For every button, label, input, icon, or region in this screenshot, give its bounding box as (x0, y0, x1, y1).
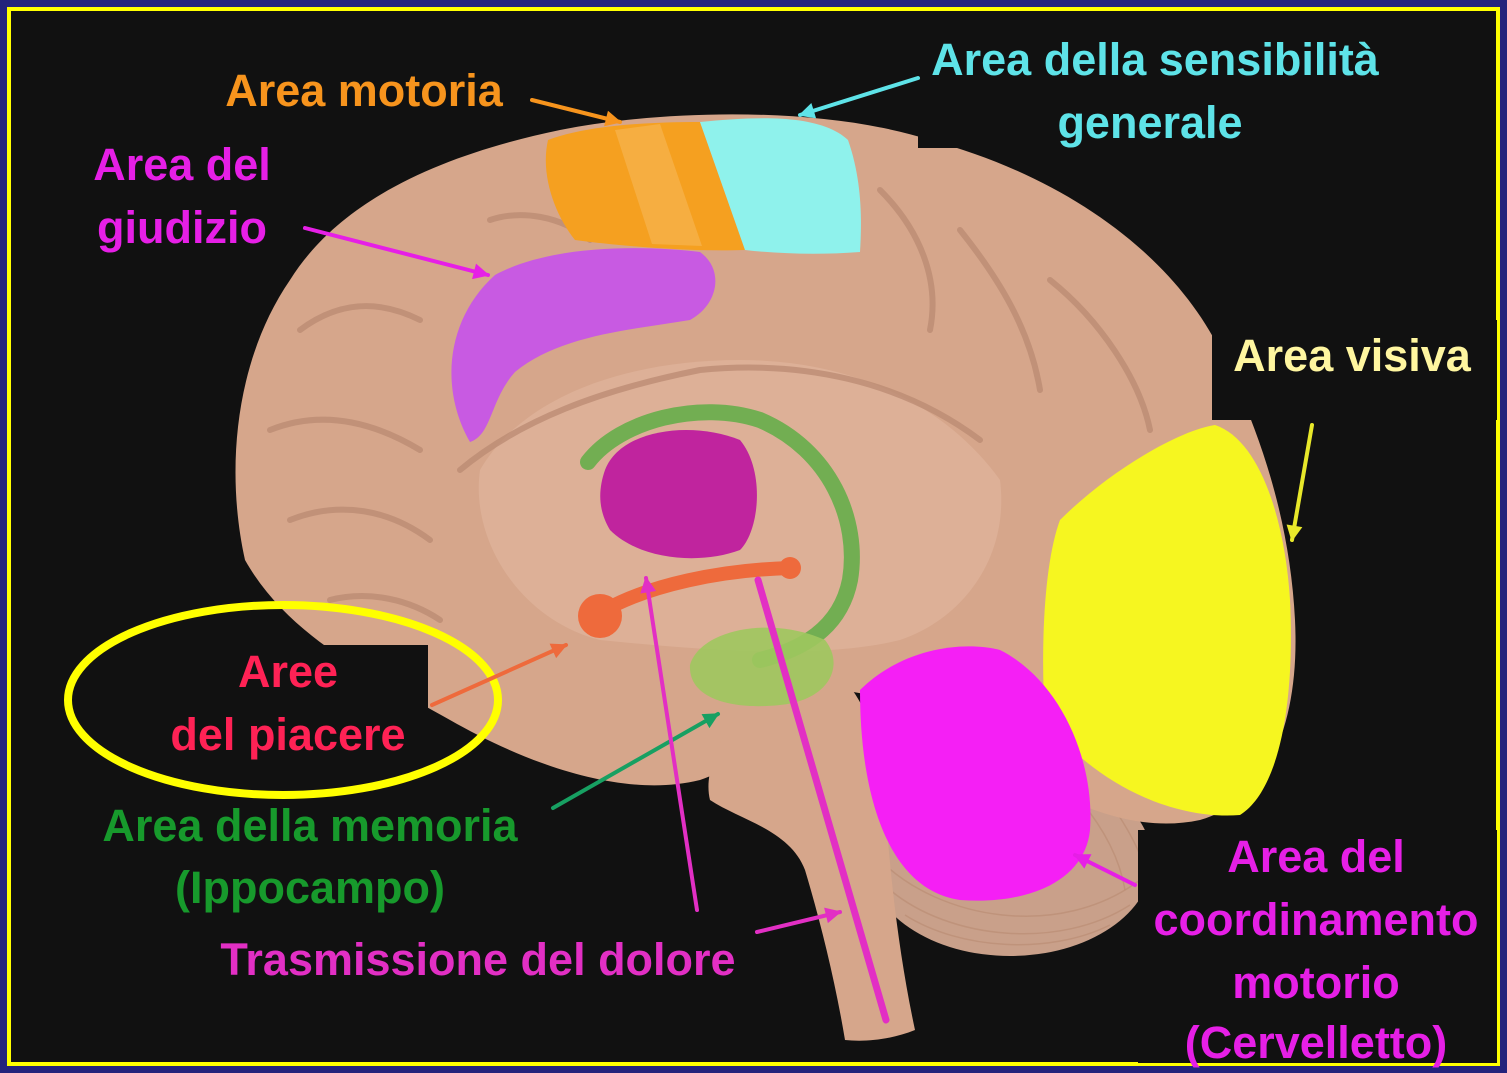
pleasure-label-line-1: Aree (238, 646, 338, 697)
visual-label: Area visiva (1233, 330, 1472, 381)
memory-label-line-2: (Ippocampo) (175, 862, 445, 913)
coordination-label-line-2: coordinamento (1153, 894, 1478, 945)
pain-label: Trasmissione del dolore (220, 934, 735, 985)
judgment-label-line-1: Area del (93, 139, 271, 190)
judgment-label-line-2: giudizio (97, 202, 267, 253)
coordination-label-line-1: Area del (1227, 831, 1405, 882)
sensory-label-line-1: Area della sensibilità (931, 34, 1380, 85)
sensory-label-line-2: generale (1057, 97, 1242, 148)
thalamus-region (600, 430, 757, 558)
pleasure-label-line-2: del piacere (170, 709, 405, 760)
motor-label: Area motoria (225, 65, 504, 116)
memory-label-line-1: Area della memoria (102, 800, 518, 851)
coordination-label-line-3: motorio (1232, 957, 1399, 1008)
coordination-label-line-4: (Cervelletto) (1185, 1017, 1448, 1068)
